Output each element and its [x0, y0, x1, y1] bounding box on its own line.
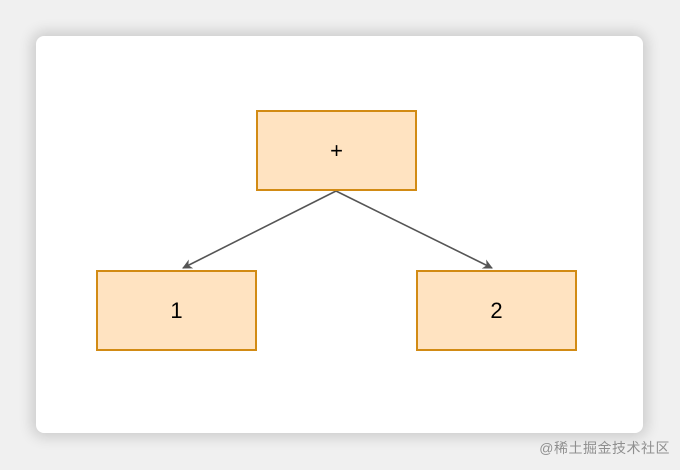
node-right-two: 2	[416, 270, 577, 351]
node-right-label: 2	[490, 297, 503, 323]
node-root-label: +	[330, 137, 343, 163]
node-root-plus: +	[256, 110, 417, 191]
watermark-text: @稀土掘金技术社区	[539, 440, 670, 456]
node-left-one: 1	[96, 270, 257, 351]
diagram-card	[36, 36, 643, 433]
node-left-label: 1	[170, 297, 183, 323]
